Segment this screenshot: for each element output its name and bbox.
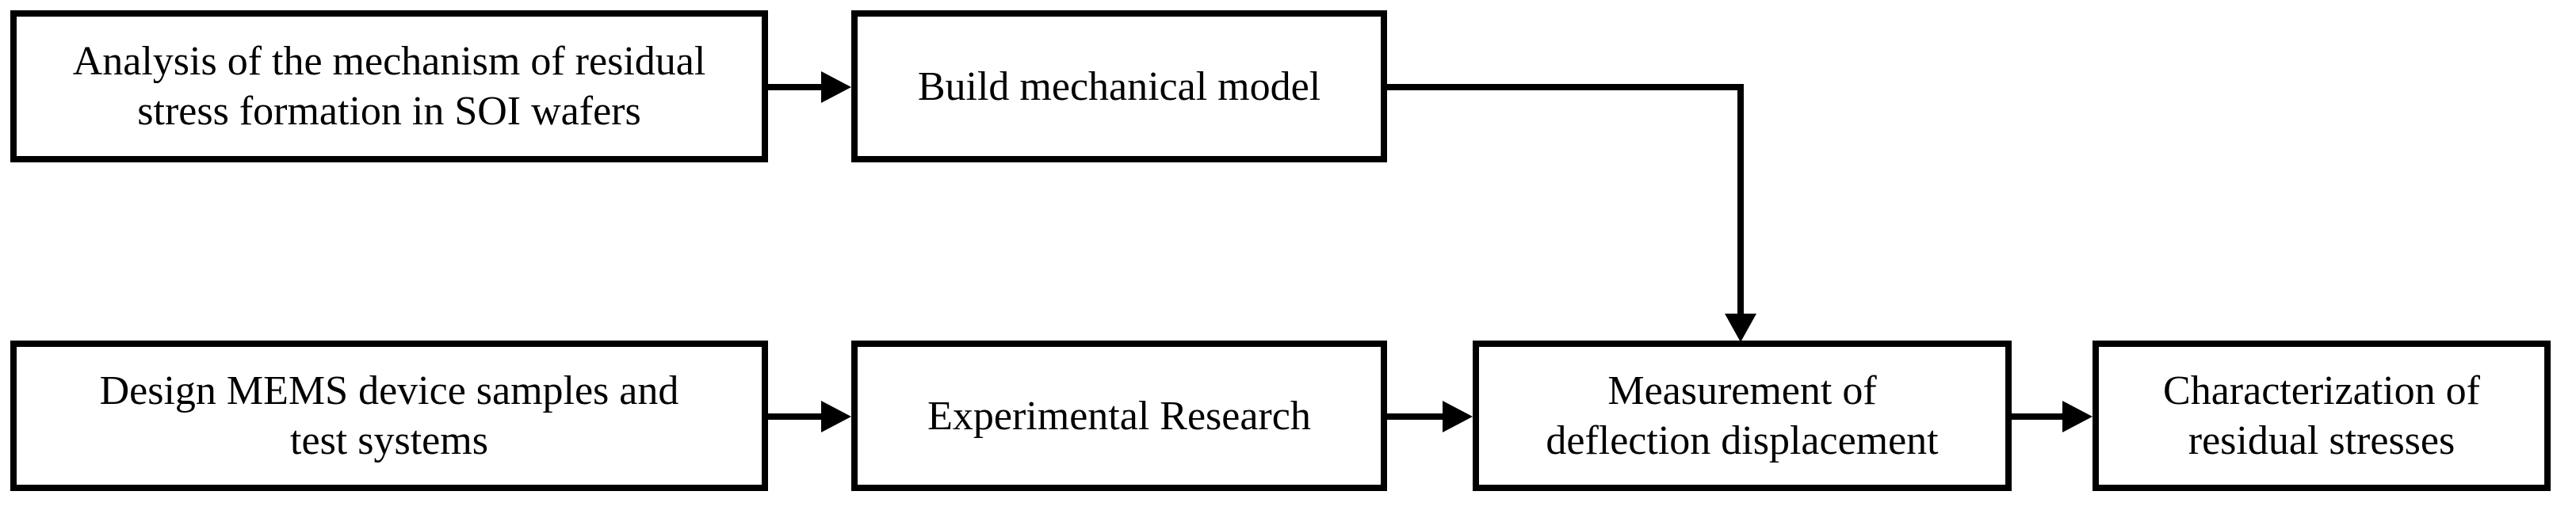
edge-experimental-to-measurement-line xyxy=(1387,413,1446,420)
node-analysis-line2: stress formation in SOI wafers xyxy=(137,89,641,134)
node-analysis: Analysis of the mechanism of residual st… xyxy=(10,10,768,162)
edge-build-model-to-measurement-arrowhead-icon xyxy=(1725,314,1756,342)
node-experimental: Experimental Research xyxy=(851,341,1387,491)
node-characterization-line2: residual stresses xyxy=(2188,418,2456,463)
node-build-model-line1: Build mechanical model xyxy=(917,63,1321,109)
edge-experimental-to-measurement-arrowhead-icon xyxy=(1443,401,1473,432)
node-design-line1: Design MEMS device samples and xyxy=(99,368,679,413)
node-experimental-line1: Experimental Research xyxy=(927,393,1311,439)
edge-analysis-to-build-model-arrowhead-icon xyxy=(821,71,851,103)
node-characterization-line1: Characterization of xyxy=(2163,368,2480,413)
node-build-model: Build mechanical model xyxy=(851,10,1387,162)
node-measurement-line1: Measurement of xyxy=(1607,368,1877,413)
node-measurement-line2: deflection displacement xyxy=(1546,418,1939,463)
edge-build-model-to-measurement-hline xyxy=(1387,84,1744,90)
edge-build-model-to-measurement-vline xyxy=(1737,84,1744,317)
edge-design-to-experimental-line xyxy=(768,413,824,420)
edge-analysis-to-build-model-line xyxy=(768,84,824,90)
node-design: Design MEMS device samples and test syst… xyxy=(10,341,768,491)
edge-design-to-experimental-arrowhead-icon xyxy=(821,401,851,432)
node-measurement: Measurement of deflection displacement xyxy=(1473,341,2012,491)
edge-measurement-to-characterization-arrowhead-icon xyxy=(2062,401,2093,432)
node-design-line2: test systems xyxy=(290,418,488,463)
node-characterization: Characterization of residual stresses xyxy=(2093,341,2551,491)
edge-measurement-to-characterization-line xyxy=(2012,413,2066,420)
node-analysis-line1: Analysis of the mechanism of residual xyxy=(72,39,706,84)
